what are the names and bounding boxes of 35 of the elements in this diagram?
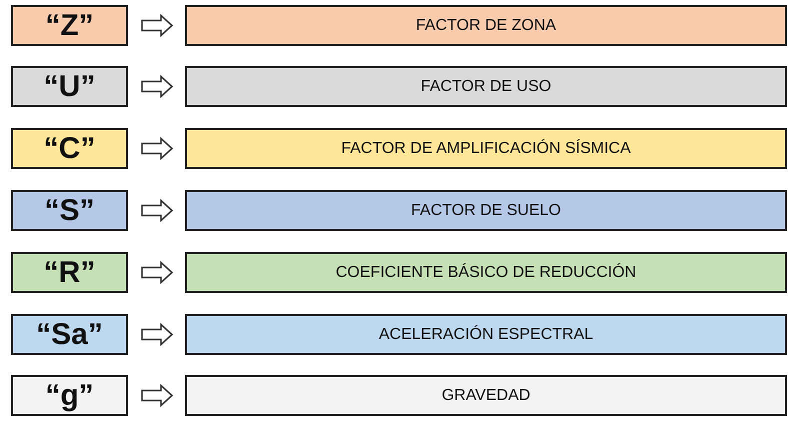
factor-name: COEFICIENTE BÁSICO DE REDUCCIÓN: [336, 264, 636, 282]
variable-symbol: “C”: [44, 132, 96, 166]
block-arrow: [141, 198, 174, 222]
block-arrow: [141, 136, 174, 160]
block-arrow: [141, 74, 174, 98]
factor-name: ACELERACIÓN ESPECTRAL: [378, 326, 594, 344]
factor-name: FACTOR DE USO: [420, 78, 552, 96]
symbol-box: [11, 66, 128, 107]
factor-name: FACTOR DE ZONA: [416, 16, 556, 34]
block-arrow: [141, 322, 174, 346]
description-box: [185, 314, 787, 355]
block-arrow: [141, 14, 174, 38]
symbol-box: [11, 252, 128, 293]
description-box: [185, 66, 787, 107]
variable-symbol: “R”: [44, 256, 96, 290]
variable-symbol: “S”: [44, 194, 94, 228]
variable-symbol: “g”: [45, 378, 94, 412]
variable-symbol: “U”: [44, 70, 96, 104]
symbol-box: [11, 375, 128, 416]
factor-name: FACTOR DE AMPLIFICACIÓN SÍSMICA: [341, 140, 631, 158]
symbol-box: [11, 190, 128, 231]
variable-symbol: “Z”: [45, 8, 94, 42]
block-arrow: [141, 260, 174, 284]
block-arrow: [141, 384, 174, 408]
factor-name: GRAVEDAD: [442, 386, 530, 404]
description-box: [185, 128, 787, 169]
factor-name: FACTOR DE SUELO: [411, 202, 561, 220]
symbol-box: [11, 5, 128, 46]
symbol-box: [11, 314, 128, 355]
description-box: [185, 5, 787, 46]
description-box: [185, 375, 787, 416]
symbol-box: [11, 128, 128, 169]
description-box: [185, 252, 787, 293]
variable-symbol: “Sa”: [36, 318, 103, 352]
description-box: [185, 190, 787, 231]
